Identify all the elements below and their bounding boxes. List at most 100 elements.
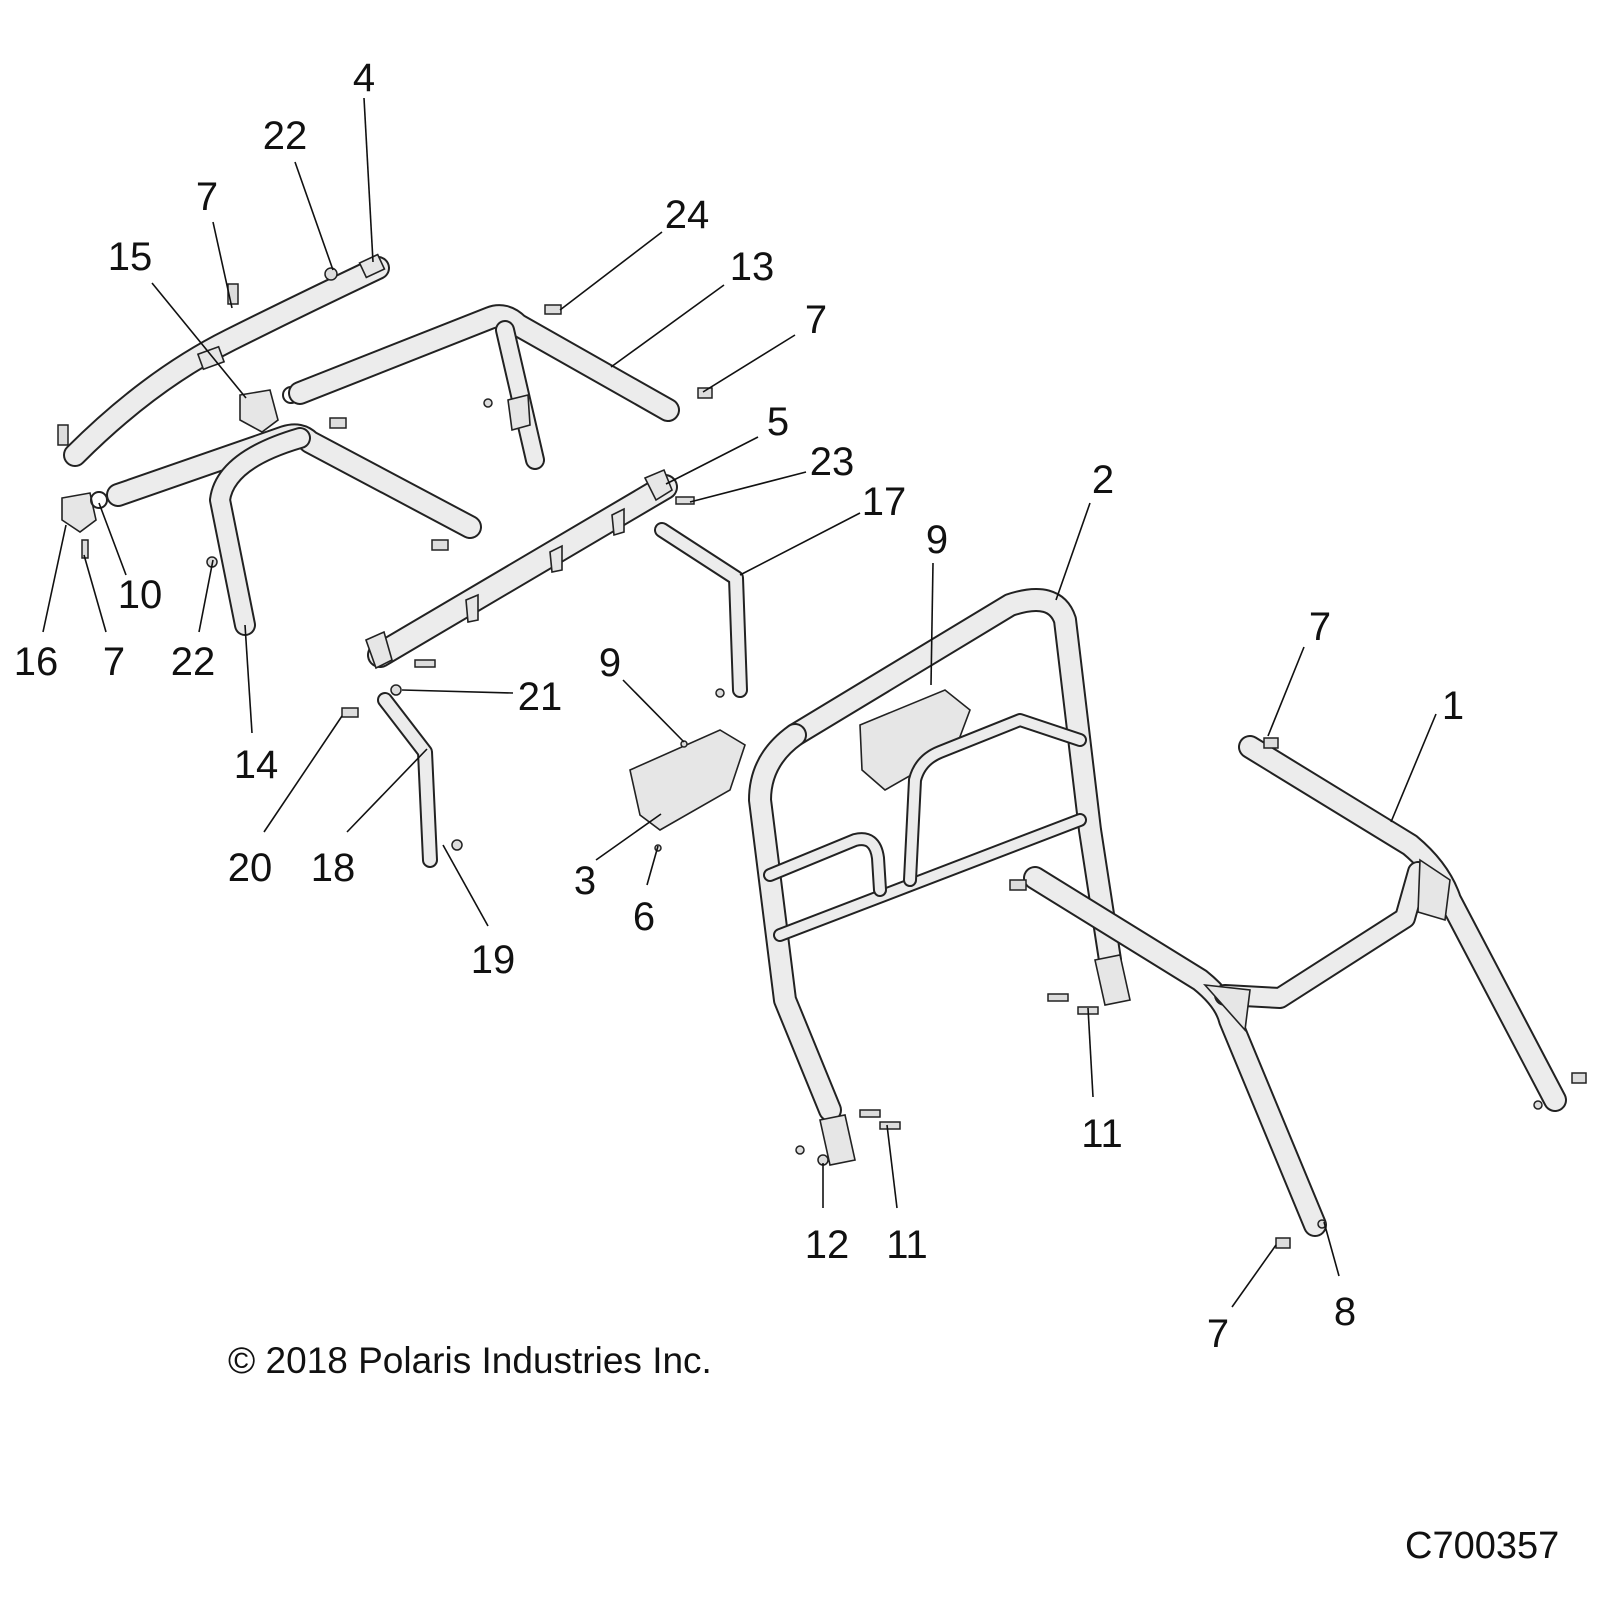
leader-line-13 xyxy=(610,284,725,368)
callout-9[interactable]: 9 xyxy=(925,518,949,562)
callout-20[interactable]: 20 xyxy=(227,846,273,890)
callout-9[interactable]: 9 xyxy=(598,641,622,685)
leader-line-2 xyxy=(1055,502,1091,601)
part-15-clamp[interactable] xyxy=(239,389,279,433)
part-11-bolt-icon xyxy=(879,1121,901,1130)
leader-line-15 xyxy=(151,282,247,399)
part-18-brace[interactable] xyxy=(377,692,438,868)
part-7-bolt-icon xyxy=(1263,737,1279,749)
callout-15[interactable]: 15 xyxy=(107,235,153,279)
leader-line-10 xyxy=(98,502,127,576)
leader-line-9 xyxy=(622,679,685,743)
callout-7[interactable]: 7 xyxy=(195,175,219,219)
callout-11[interactable]: 11 xyxy=(886,1223,928,1267)
leader-line-7 xyxy=(212,221,233,309)
part-2-rear-cage[interactable] xyxy=(748,588,1131,1166)
callout-7[interactable]: 7 xyxy=(1206,1312,1230,1356)
callout-10[interactable]: 10 xyxy=(117,573,163,617)
leader-line-5 xyxy=(665,436,759,485)
part-14-mid-tube[interactable] xyxy=(106,423,482,636)
part-17-brace[interactable] xyxy=(654,522,748,698)
leader-line-3 xyxy=(595,813,662,861)
part-11-bolt-icon xyxy=(1047,993,1069,1002)
leader-line-4 xyxy=(363,97,374,263)
leader-line-7 xyxy=(83,554,107,633)
leader-line-7 xyxy=(1267,646,1305,737)
part-7-bolt-icon xyxy=(227,283,239,305)
callout-14[interactable]: 14 xyxy=(233,743,279,787)
drawing-id: C700357 xyxy=(1405,1525,1560,1567)
callout-3[interactable]: 3 xyxy=(573,859,597,903)
leader-line-17 xyxy=(739,512,861,576)
leader-line-8 xyxy=(1323,1221,1340,1277)
leader-line-19 xyxy=(442,844,489,927)
callout-6[interactable]: 6 xyxy=(632,895,656,939)
callout-2[interactable]: 2 xyxy=(1091,458,1115,502)
callout-12[interactable]: 12 xyxy=(804,1223,850,1267)
part-7-bolt-icon xyxy=(1571,1072,1587,1084)
part-1-rear-frame[interactable] xyxy=(1023,735,1567,1237)
callout-22[interactable]: 22 xyxy=(170,640,216,684)
part-19-nut-icon xyxy=(451,839,463,851)
part-5-rail[interactable] xyxy=(364,468,678,670)
leader-line-22 xyxy=(198,559,214,633)
nut-icon xyxy=(715,688,725,698)
callout-5[interactable]: 5 xyxy=(766,400,790,444)
callout-7[interactable]: 7 xyxy=(1308,605,1332,649)
leader-line-6 xyxy=(646,845,659,886)
bolt-icon xyxy=(1009,879,1027,891)
leader-line-9 xyxy=(930,562,934,686)
bolt-icon xyxy=(329,417,347,429)
leader-line-22 xyxy=(294,161,334,271)
leader-line-11 xyxy=(886,1124,898,1209)
part-7-bolt-icon xyxy=(57,424,69,446)
callout-7[interactable]: 7 xyxy=(804,298,828,342)
nut-icon xyxy=(483,398,493,408)
nut-icon xyxy=(795,1145,805,1155)
part-7-bolt-icon xyxy=(81,539,89,559)
callout-16[interactable]: 16 xyxy=(13,640,59,684)
leader-line-24 xyxy=(559,231,663,311)
part-3-bracket[interactable] xyxy=(629,729,746,831)
part-4-front-tube[interactable] xyxy=(63,253,390,467)
callout-22[interactable]: 22 xyxy=(262,114,308,158)
bolt-icon xyxy=(431,539,449,551)
callout-8[interactable]: 8 xyxy=(1333,1290,1357,1334)
part-20-bolt-icon xyxy=(341,707,359,718)
part-21-nut-icon xyxy=(390,684,402,696)
callout-24[interactable]: 24 xyxy=(664,193,710,237)
callout-7[interactable]: 7 xyxy=(102,640,126,684)
callout-19[interactable]: 19 xyxy=(470,938,516,982)
part-16-clamp[interactable] xyxy=(61,492,97,533)
leader-line-20 xyxy=(263,715,343,833)
callout-4[interactable]: 4 xyxy=(352,56,376,100)
nut-icon xyxy=(1533,1100,1543,1110)
leader-lines xyxy=(42,97,1437,1308)
leader-line-23 xyxy=(689,471,807,503)
leader-line-7 xyxy=(702,334,796,393)
leader-line-1 xyxy=(1390,713,1437,823)
callout-13[interactable]: 13 xyxy=(729,245,775,289)
callout-21[interactable]: 21 xyxy=(517,675,563,719)
copyright-notice: © 2018 Polaris Industries Inc. xyxy=(228,1340,712,1381)
leader-line-14 xyxy=(244,624,253,734)
leader-line-11 xyxy=(1087,1007,1094,1098)
callout-17[interactable]: 17 xyxy=(861,480,907,524)
part-10-ring-icon xyxy=(90,491,108,509)
callout-23[interactable]: 23 xyxy=(809,440,855,484)
callout-18[interactable]: 18 xyxy=(310,846,356,890)
bolt-icon xyxy=(414,659,436,668)
callout-1[interactable]: 1 xyxy=(1441,684,1465,728)
leader-line-16 xyxy=(42,524,67,633)
leader-line-7 xyxy=(1231,1244,1277,1308)
leader-line-18 xyxy=(346,748,428,833)
part-22-nut-icon xyxy=(324,267,338,281)
part-11-bolt-icon xyxy=(859,1109,881,1118)
part-7-bolt-icon xyxy=(1275,1237,1291,1249)
part-13-upper-tube[interactable] xyxy=(288,304,680,470)
part-23-bolt-icon xyxy=(675,496,695,505)
callout-11[interactable]: 11 xyxy=(1081,1112,1123,1156)
leader-line-21 xyxy=(401,689,514,694)
